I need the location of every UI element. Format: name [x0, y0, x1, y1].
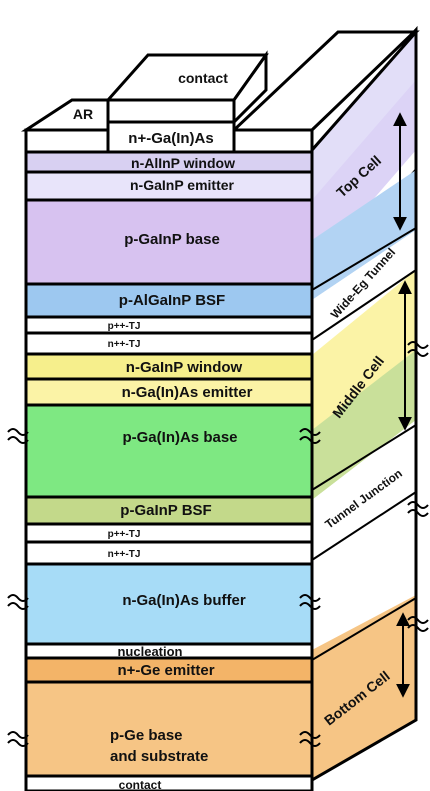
break-mark-icon: [299, 731, 321, 747]
gainp-emitter-layer: [24, 170, 314, 202]
gaas-emitter-label: n-Ga(In)As emitter: [122, 384, 253, 401]
tj2-n-label: n++-TJ: [108, 549, 141, 560]
algainp-bsf-layer: [24, 282, 314, 319]
cap-label: n+-Ga(In)As: [128, 130, 213, 147]
nucleation-label: nucleation: [117, 644, 182, 659]
gainp-window-label: n-GaInP window: [126, 359, 243, 376]
tj1-p-label: p++-TJ: [108, 321, 141, 332]
ar-label: AR: [73, 106, 93, 122]
front-layers: [24, 98, 314, 791]
break-mark-icon: [299, 594, 321, 610]
gaas-base-layer: [24, 403, 314, 499]
alinp-window-label: n-AlInP window: [131, 155, 235, 171]
break-mark-icon: [7, 428, 29, 444]
double-arrow-icons: [393, 112, 412, 698]
break-mark-icon: [7, 731, 29, 747]
gainp-base-layer: [24, 198, 314, 286]
break-mark-icon: [7, 594, 29, 610]
break-mark-icon: [407, 501, 429, 517]
contact-top-label: contact: [178, 70, 228, 86]
ge-emitter-layer: [24, 656, 314, 684]
algainp-bsf-label: p-AlGaInP BSF: [119, 292, 225, 309]
gaas-base-label: p-Ga(In)As base: [122, 429, 237, 446]
tj2-p-label: p++-TJ: [108, 529, 141, 540]
ar-layer: [24, 128, 110, 154]
layer-labels: contact AR n+-Ga(In)As n-AlInP window n-…: [73, 70, 253, 791]
ge-base-label-line2: and substrate: [110, 748, 208, 765]
top-face: [20, 26, 420, 154]
gainp-emitter-label: n-GaInP emitter: [130, 177, 235, 193]
ge-base-label-line1: p-Ge base: [110, 727, 183, 744]
break-mark-icon: [299, 428, 321, 444]
tj2-p-layer: [24, 522, 314, 544]
gainp-base-label: p-GaInP base: [124, 231, 220, 248]
contact-top-layer: [106, 98, 236, 124]
tj1-p-layer: [24, 315, 314, 335]
right-ar-layer: [232, 128, 314, 154]
buffer-layer: [24, 562, 314, 646]
contact-bottom-label: contact: [119, 778, 162, 791]
tj2-n-layer: [24, 540, 314, 566]
buffer-label: n-Ga(In)As buffer: [122, 592, 245, 609]
tj1-n-layer: [24, 331, 314, 356]
contact-bottom-layer: [24, 774, 314, 791]
break-mark-icon: [407, 616, 429, 632]
tj1-n-label: n++-TJ: [108, 339, 141, 350]
gainp-bsf-label: p-GaInP BSF: [120, 502, 211, 519]
ge-emitter-label: n+-Ge emitter: [117, 662, 214, 679]
